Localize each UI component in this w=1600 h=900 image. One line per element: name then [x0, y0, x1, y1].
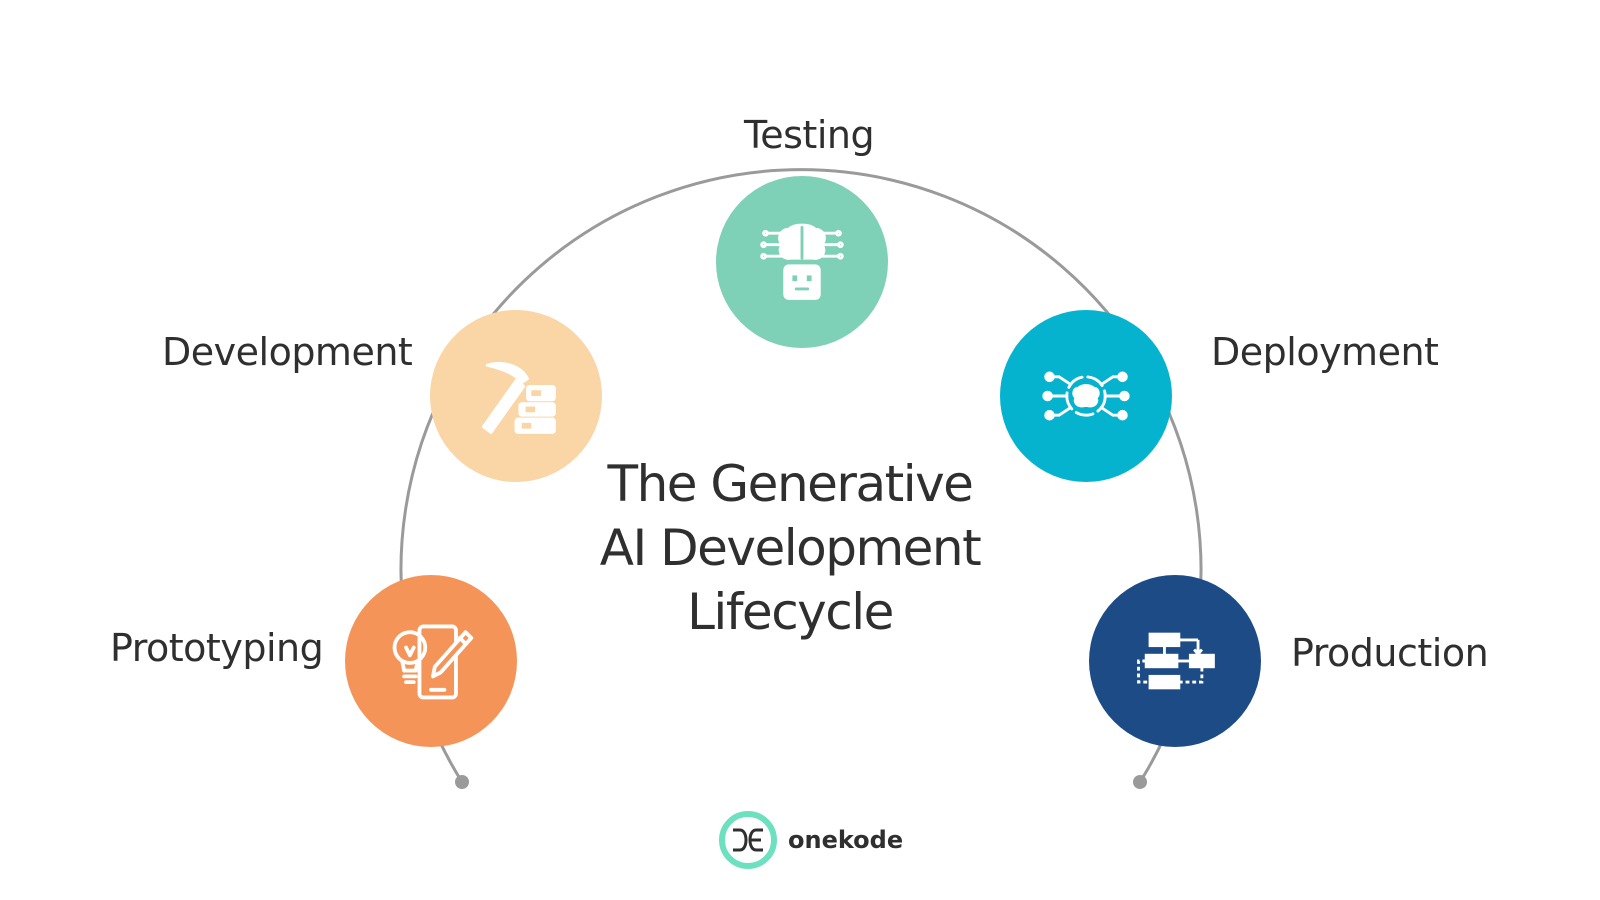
stage-production-label: Production — [1291, 631, 1489, 675]
stage-deployment-circle — [1000, 310, 1172, 482]
brain-robot-icon — [760, 223, 844, 300]
stage-testing-label: Testing — [744, 113, 875, 157]
title-line-3: Lifecycle — [687, 583, 894, 641]
onekode-logo-icon — [719, 811, 777, 869]
flowchart-icon — [1137, 632, 1215, 690]
logo-text: onekode — [788, 826, 904, 854]
title-line-2: AI Development — [599, 519, 982, 577]
arc-end-right-dot — [1133, 775, 1147, 789]
stage-prototyping-circle — [345, 575, 517, 747]
stage-development-label: Development — [162, 330, 413, 374]
brain-network-icon — [1042, 371, 1130, 421]
stage-deployment-label: Deployment — [1211, 330, 1439, 374]
stage-testing-circle — [716, 176, 888, 348]
stage-prototyping-label: Prototyping — [110, 626, 324, 670]
stage-production-circle — [1089, 575, 1261, 747]
brand-logo: onekode — [716, 808, 903, 872]
arc-end-left-dot — [455, 775, 469, 789]
idea-sketch-icon — [392, 624, 474, 700]
title-line-1: The Generative — [607, 455, 974, 513]
stage-development-circle — [430, 310, 602, 482]
hammer-blocks-icon — [481, 361, 556, 434]
diagram-title: The Generative AI Development Lifecycle — [560, 452, 1020, 644]
